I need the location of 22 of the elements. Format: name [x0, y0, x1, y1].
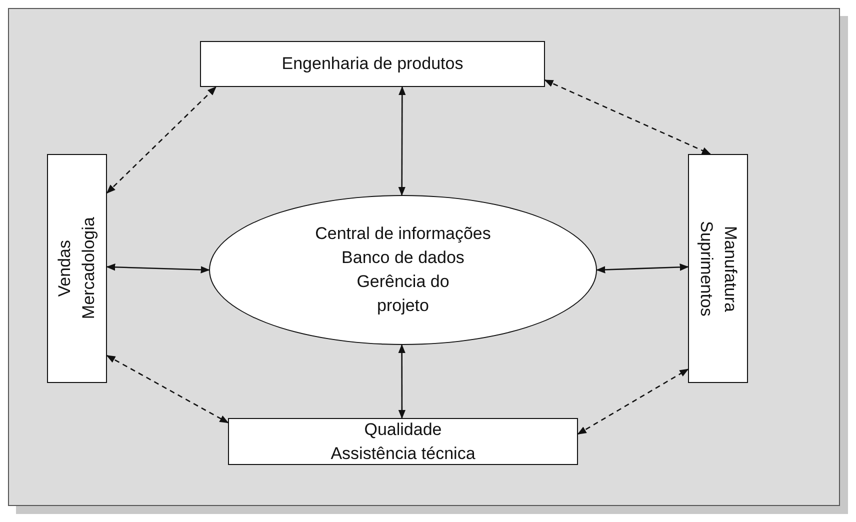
node-label: Banco de dados [342, 247, 464, 269]
node-label: Vendas [54, 240, 75, 297]
process-box [200, 41, 545, 87]
arrow [398, 344, 406, 419]
arrow [596, 264, 689, 274]
process-box [688, 154, 748, 383]
node-label: Gerência do projeto [356, 271, 450, 317]
dashed-arrow [106, 354, 229, 424]
arrow [106, 264, 210, 274]
node-label: Engenharia de produtos [282, 53, 464, 75]
node-label: Mercadologia [78, 217, 99, 320]
node-label: Assistência técnica [330, 442, 476, 464]
process-box [47, 154, 107, 383]
node-label: Suprimentos [696, 220, 717, 316]
dashed-arrow [106, 86, 217, 194]
process-box [228, 418, 578, 465]
dashed-arrow [577, 368, 689, 435]
node-label: Manufatura [720, 226, 741, 312]
node-label: Qualidade [364, 418, 442, 440]
arrow [398, 86, 406, 196]
node-label: Central de informações [315, 223, 491, 245]
dashed-arrow [544, 80, 712, 155]
